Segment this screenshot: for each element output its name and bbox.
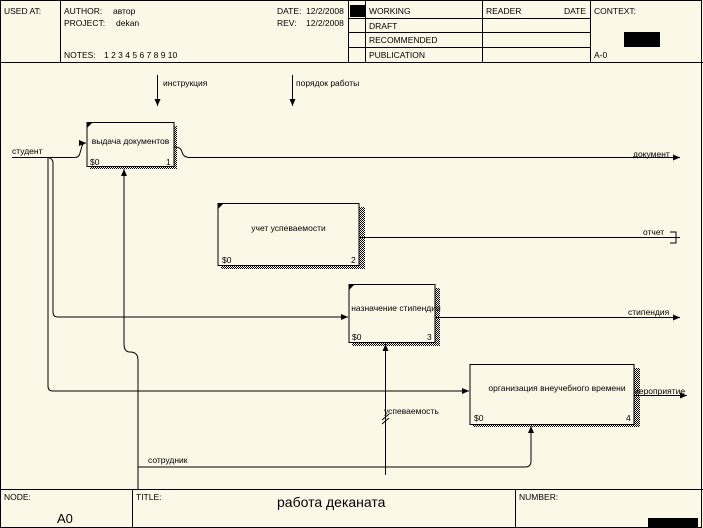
context-node: A-0 (594, 50, 608, 60)
activity-2-number: 2 (351, 255, 356, 265)
status-publication: PUBLICATION (369, 50, 426, 60)
activity-1-cost: $0 (90, 157, 100, 167)
footer-grid (0, 489, 703, 528)
activity-box-1[interactable] (86, 122, 177, 169)
arrow-label-report: отчет (643, 227, 665, 237)
arrow-label-scholarship: стипендия (628, 307, 670, 317)
reader-label: READER (486, 6, 522, 16)
context-label: CONTEXT: (594, 6, 637, 16)
arrow-label-event: мероприятие (633, 386, 686, 396)
arrow-label-document: документ (633, 149, 670, 159)
arrow-label-student: студент (12, 146, 43, 156)
activity-4-cost: $0 (474, 413, 484, 423)
project-label: PROJECT: (64, 18, 106, 28)
activity-3-number: 3 (427, 332, 432, 342)
used-at-label: USED AT: (4, 6, 42, 16)
status-working: WORKING (369, 6, 411, 16)
arrow-performance (381, 344, 390, 475)
activity-box-2[interactable] (217, 203, 365, 269)
status-draft: DRAFT (369, 21, 398, 31)
working-status-marker (350, 5, 365, 17)
activity-box-4[interactable] (469, 364, 640, 428)
rev-value: 12/2/2008 (306, 18, 344, 28)
arrow-label-work-order: порядок работы (296, 78, 360, 88)
diagram-title: работа деканата (277, 494, 386, 510)
footer-corner-mark (648, 518, 698, 527)
arrow-report (359, 231, 680, 244)
number-label: NUMBER: (519, 492, 559, 502)
arrow-label-performance: успеваемость (384, 406, 439, 416)
arrow-label-employee: сотрудник (148, 455, 188, 465)
date-label: DATE: (277, 6, 302, 16)
project-value: dekan (116, 18, 140, 28)
activity-3-label: назначение стипендии (351, 303, 441, 313)
activity-1-number: 1 (166, 157, 171, 167)
status-recommended: RECOMMENDED (369, 35, 438, 45)
activity-4-label: организация внеучебного времени (488, 383, 626, 393)
arrow-document (173, 146, 680, 161)
node-value: A0 (57, 511, 73, 526)
notes-label: NOTES: (64, 50, 96, 60)
arrow-employee (121, 169, 534, 489)
arrow-label-instruction: инструкция (163, 78, 208, 88)
notes-value: 1 2 3 4 5 6 7 8 9 10 (104, 50, 178, 60)
activity-2-cost: $0 (222, 255, 232, 265)
node-label: NODE: (4, 492, 31, 502)
context-thumbnail (624, 32, 660, 47)
author-value: автор (113, 6, 136, 16)
header-grid (0, 0, 703, 63)
activity-box-3[interactable] (348, 284, 440, 346)
rev-label: REV: (277, 18, 297, 28)
activity-4-number: 4 (626, 413, 631, 423)
title-label: TITLE: (136, 492, 162, 502)
activity-3-cost: $0 (352, 332, 362, 342)
reader-date-label: DATE (564, 6, 587, 16)
author-label: AUTHOR: (64, 6, 103, 16)
arrow-student (12, 140, 469, 394)
activity-1-label: выдача документов (91, 136, 170, 146)
activity-2-label: учет успеваемости (251, 223, 326, 233)
date-value: 12/2/2008 (306, 6, 344, 16)
